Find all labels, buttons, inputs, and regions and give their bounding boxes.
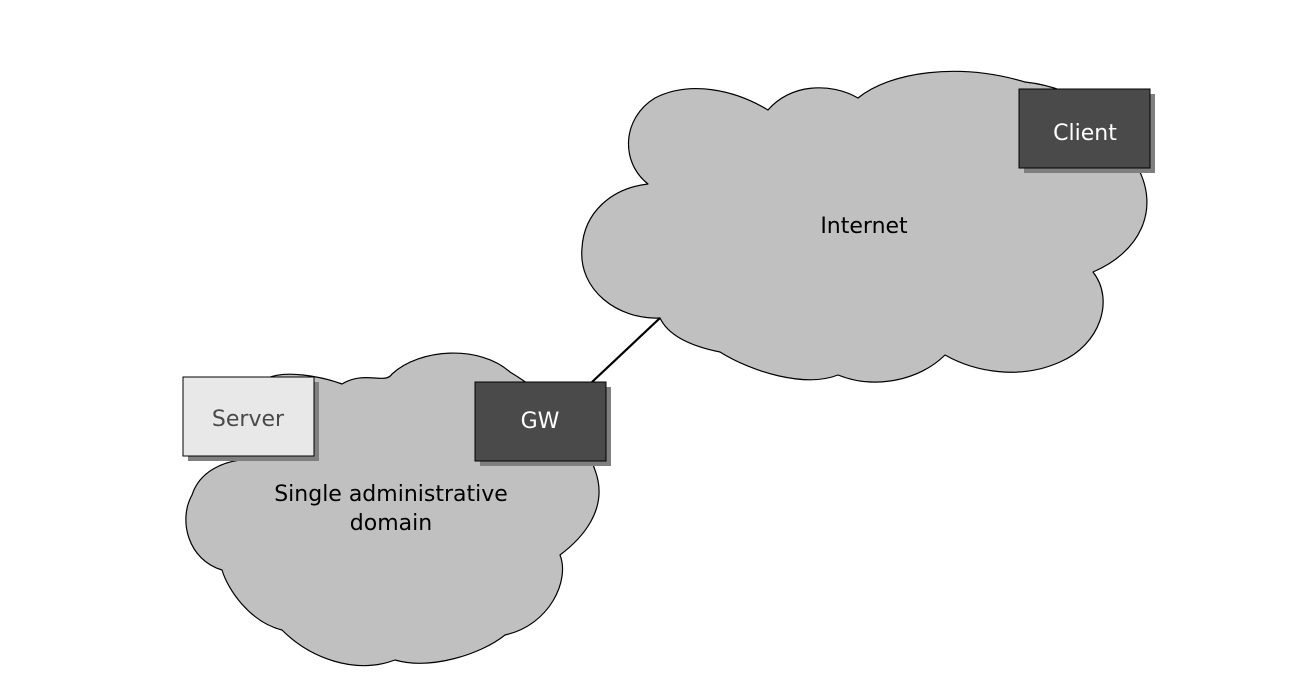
server-node-box[interactable]: [182, 376, 315, 457]
server-node-label: Server: [212, 407, 285, 432]
gw-node-box[interactable]: [474, 381, 607, 462]
gw-node[interactable]: GW: [474, 381, 611, 466]
domain-label-line1: Single administrative: [274, 482, 508, 507]
client-node-box[interactable]: [1018, 88, 1151, 169]
internet-label: Internet: [820, 214, 908, 239]
client-node-label: Client: [1053, 121, 1117, 146]
gw-internet-link: [591, 317, 661, 383]
domain-label-line2: domain: [350, 511, 432, 536]
gw-node-label: GW: [521, 409, 560, 434]
server-node[interactable]: Server: [182, 376, 319, 461]
client-node[interactable]: Client: [1018, 88, 1155, 173]
